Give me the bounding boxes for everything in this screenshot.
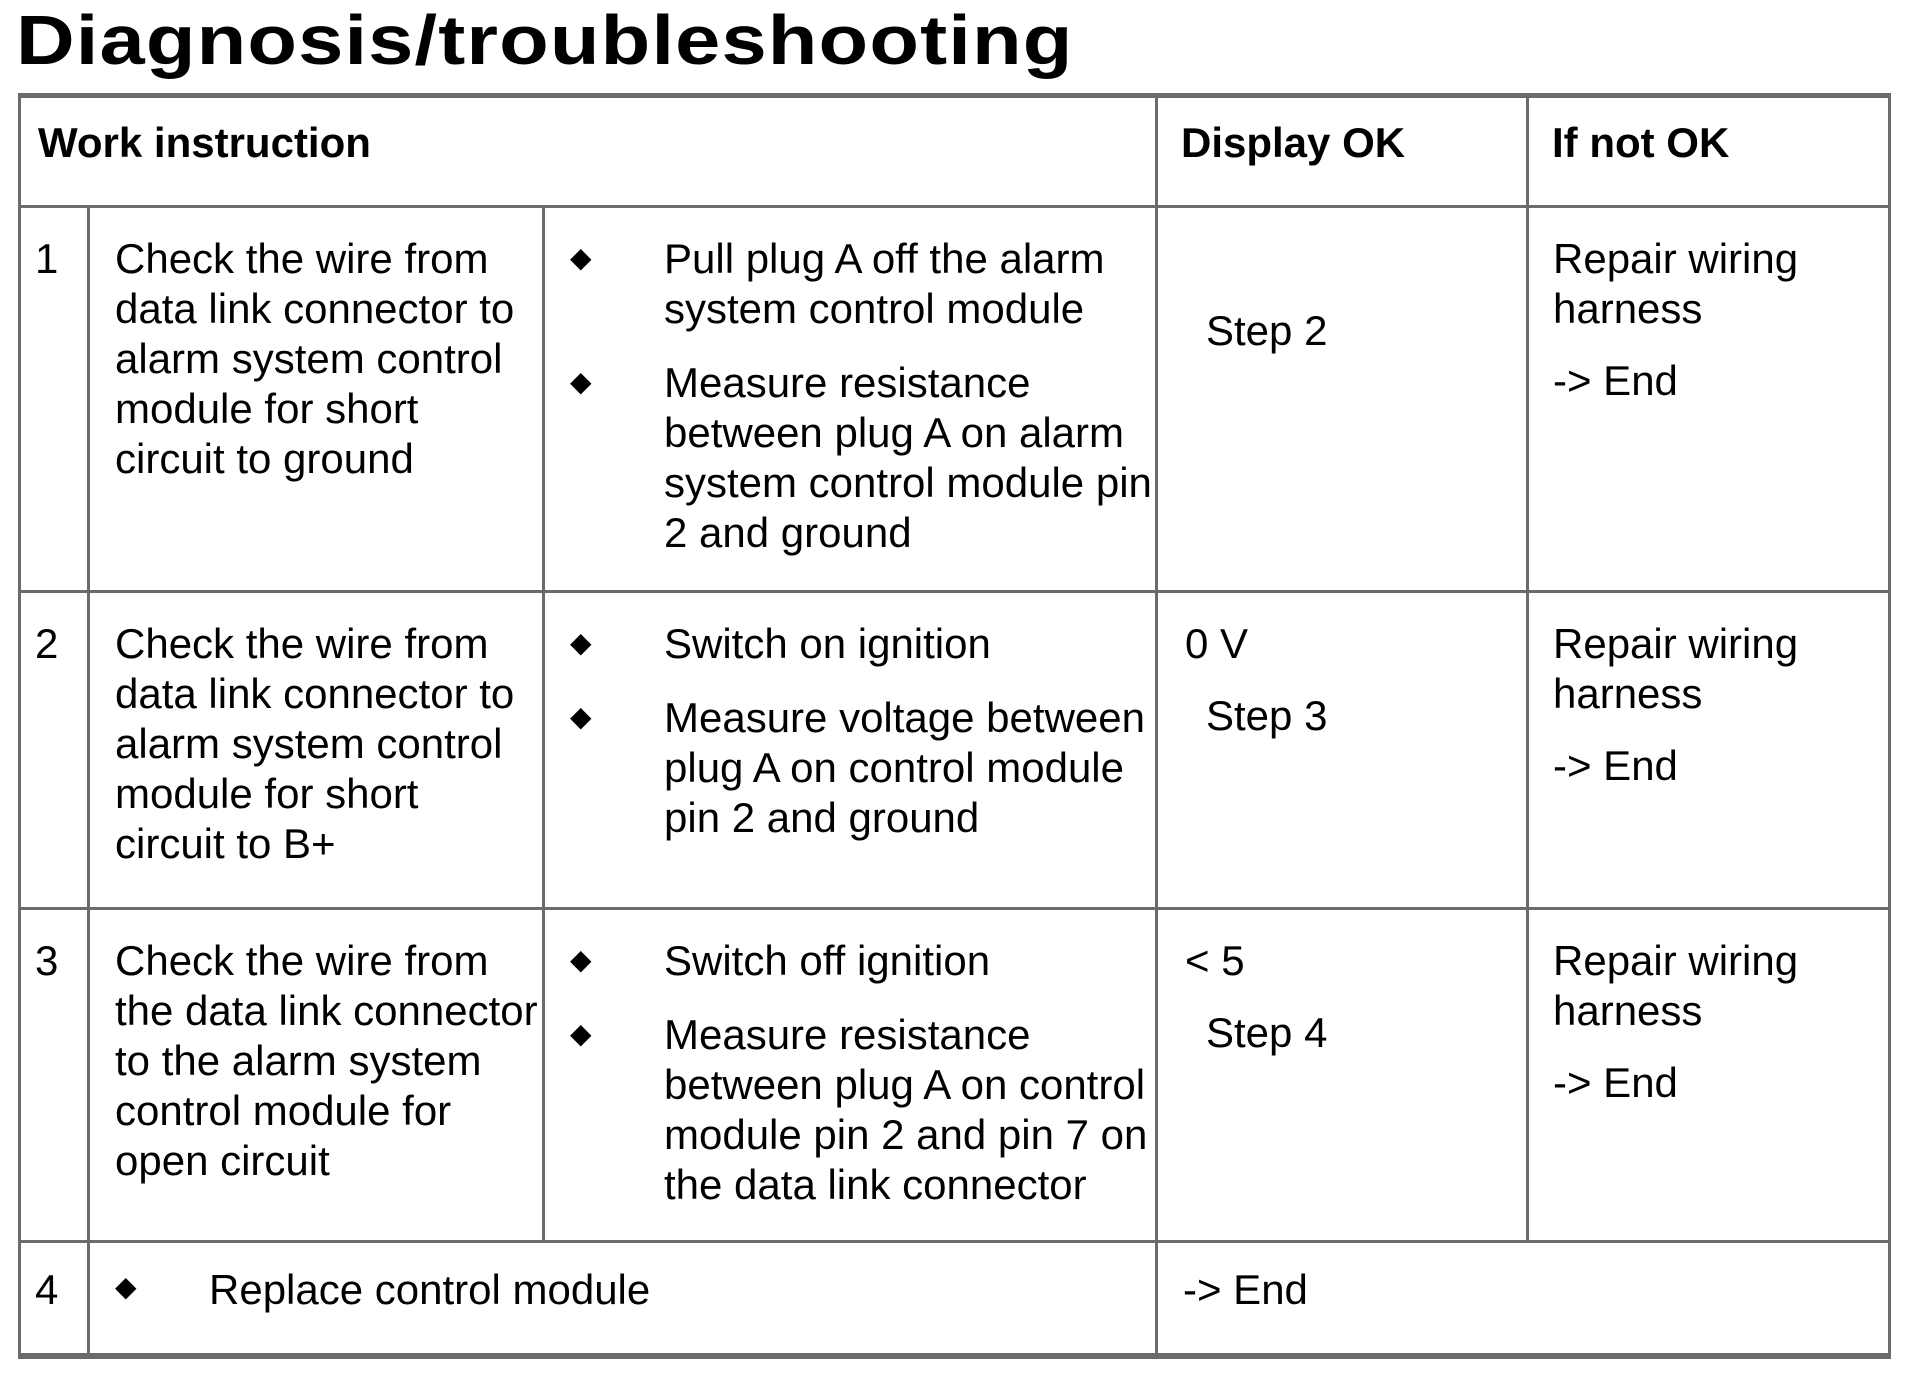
work-instruction-actions: ◆ Replace control module <box>90 1243 1155 1353</box>
work-instruction-check: Check the wire from the data link connec… <box>90 910 542 1240</box>
row-number: 3 <box>21 910 87 1240</box>
col-header-work-instruction: Work instruction <box>21 98 1155 205</box>
bullet-diamond-icon: ◆ <box>570 1018 592 1049</box>
display-ok-cell: 0 V Step 3 <box>1158 593 1526 907</box>
work-instruction-check: Check the wire from data link connector … <box>90 208 542 590</box>
work-instruction-actions: ◆ Pull plug A off the alarm system contr… <box>545 208 1155 590</box>
bullet-diamond-icon: ◆ <box>570 242 592 273</box>
if-not-ok-cell: Repair wiring harness -> End <box>1529 208 1888 590</box>
display-ok-step: Step 2 <box>1206 307 1328 354</box>
display-ok-cell: < 5 Step 4 <box>1158 910 1526 1240</box>
col-header-display-ok: Display OK <box>1158 98 1526 205</box>
action-text: Replace control module <box>209 1266 651 1313</box>
action-item: ◆ Replace control module <box>90 1265 1155 1315</box>
row-number: 4 <box>21 1243 87 1353</box>
row-number: 2 <box>21 593 87 907</box>
if-not-ok-result: -> End <box>1553 1059 1678 1106</box>
display-ok-step: Step 3 <box>1206 692 1328 739</box>
page-title: Diagnosis/troubleshooting <box>16 1 1074 79</box>
troubleshooting-table: Work instruction Display OK If not OK 1 … <box>18 93 1891 1359</box>
if-not-ok-result: -> End <box>1553 357 1678 404</box>
bullet-diamond-icon: ◆ <box>570 701 592 732</box>
display-ok-step: Step 4 <box>1206 1009 1328 1056</box>
work-instruction-actions: ◆ Switch off ignition ◆ Measure resistan… <box>545 910 1155 1240</box>
action-item: ◆ Switch off ignition <box>545 936 1155 986</box>
action-text: Measure voltage between plug A on contro… <box>664 694 1145 841</box>
work-instruction-check: Check the wire from data link connector … <box>90 593 542 907</box>
display-ok-value: < 5 <box>1185 937 1245 984</box>
if-not-ok-action: Repair wiring harness <box>1553 620 1799 717</box>
action-item: ◆ Measure resistance between plug A on c… <box>545 1010 1155 1210</box>
bullet-diamond-icon: ◆ <box>570 366 592 397</box>
action-item: ◆ Pull plug A off the alarm system contr… <box>545 234 1155 334</box>
action-text: Switch on ignition <box>664 620 991 667</box>
col-header-if-not-ok: If not OK <box>1529 98 1888 205</box>
bullet-diamond-icon: ◆ <box>570 944 592 975</box>
work-instruction-actions: ◆ Switch on ignition ◆ Measure voltage b… <box>545 593 1155 907</box>
row-number: 1 <box>21 208 87 590</box>
action-text: Pull plug A off the alarm system control… <box>664 235 1105 332</box>
display-ok-value <box>1185 234 1526 284</box>
action-text: Measure resistance between plug A on con… <box>664 1011 1148 1208</box>
display-ok-cell: Step 2 <box>1158 208 1526 590</box>
if-not-ok-cell: Repair wiring harness -> End <box>1529 593 1888 907</box>
action-item: ◆ Measure voltage between plug A on cont… <box>545 693 1155 843</box>
if-not-ok-cell: Repair wiring harness -> End <box>1529 910 1888 1240</box>
action-text: Measure resistance between plug A on ala… <box>664 359 1152 556</box>
action-text: Switch off ignition <box>664 937 991 984</box>
action-item: ◆ Switch on ignition <box>545 619 1155 669</box>
if-not-ok-action: Repair wiring harness <box>1553 937 1799 1034</box>
if-not-ok-result: -> End <box>1553 742 1678 789</box>
bullet-diamond-icon: ◆ <box>570 627 592 658</box>
display-ok-value: 0 V <box>1185 620 1249 667</box>
bullet-diamond-icon: ◆ <box>115 1271 137 1302</box>
if-not-ok-action: Repair wiring harness <box>1553 235 1799 332</box>
action-item: ◆ Measure resistance between plug A on a… <box>545 358 1155 558</box>
result-cell: -> End <box>1158 1243 1888 1353</box>
